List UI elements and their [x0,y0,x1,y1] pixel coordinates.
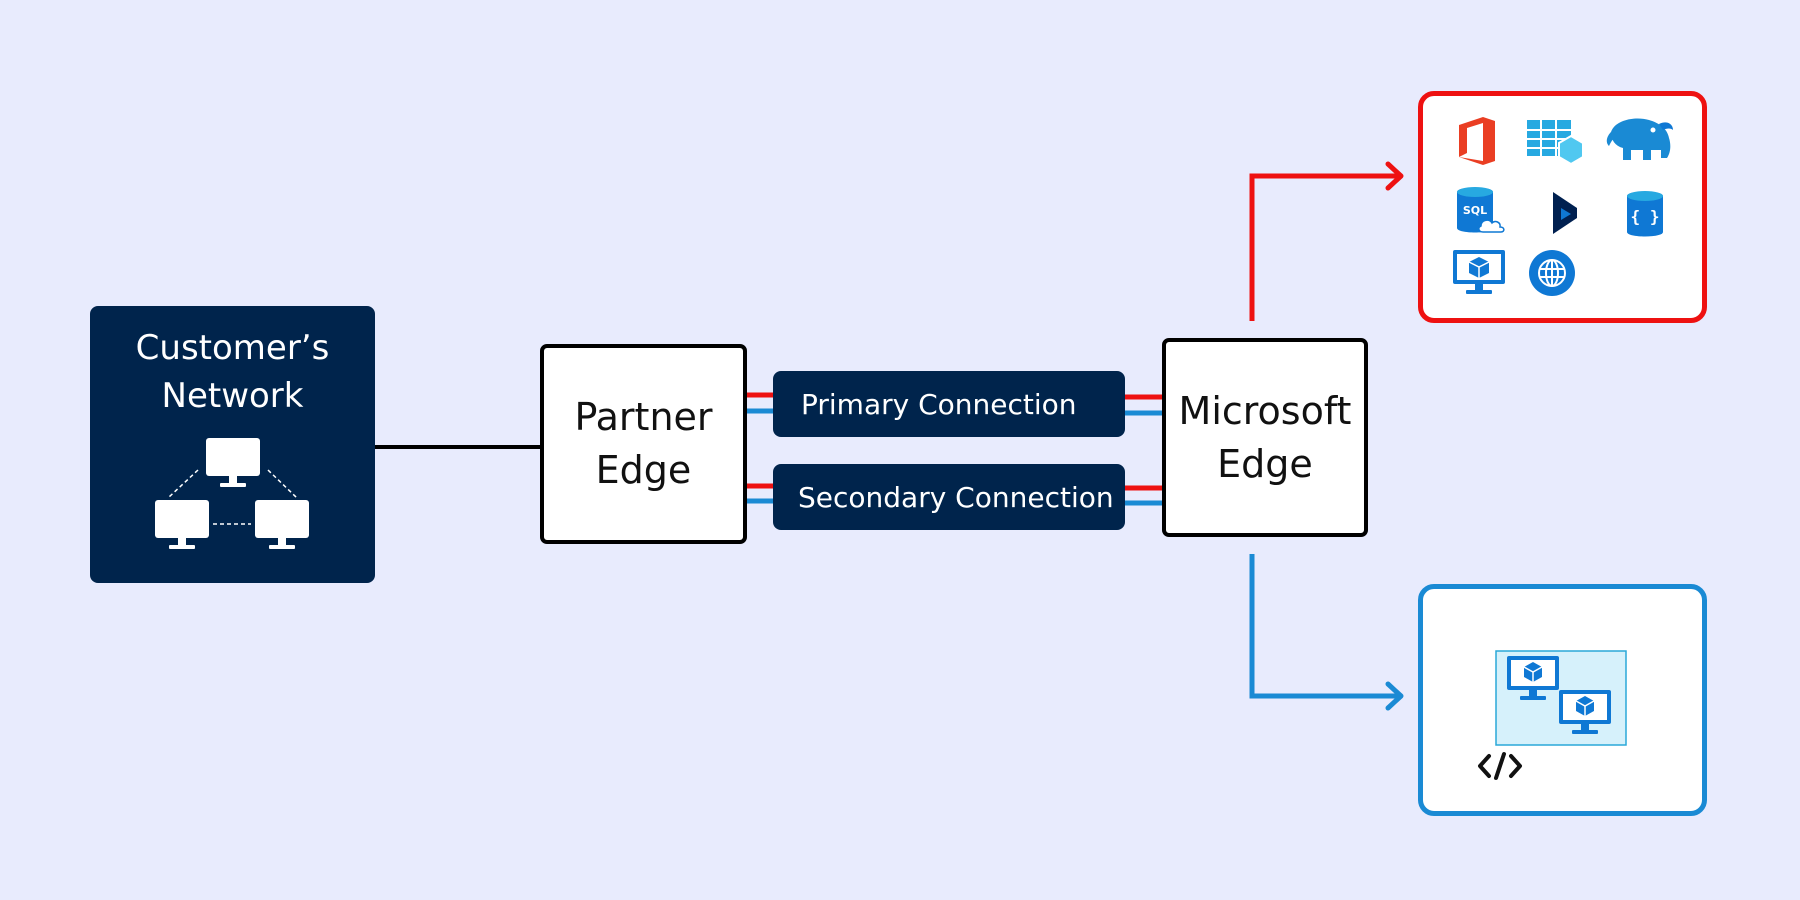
private-peering-arrow [1249,173,1400,321]
partner-edge-label: Partner Edge [574,395,713,492]
partner-edge-box: Partner Edge [540,344,747,544]
microsoft-peering-services-group [1418,584,1707,816]
network-computers-icon [155,438,309,549]
office-icon [1459,117,1495,165]
microsoft-peering-arrow-head [1385,681,1404,711]
virtual-machines-icon [1495,650,1627,746]
primary-connection-label: Primary Connection [801,387,1077,421]
svg-text:{ }: { } [1631,207,1660,226]
microsoft-edge-box: Microsoft Edge [1162,338,1368,537]
sql-text: SQL [1463,204,1487,217]
virtual-machine-icon [1453,250,1505,294]
customer-network-box: Customer’s Network [90,306,375,583]
private-peering-arrow-head [1385,161,1404,191]
microsoft-edge-label: Microsoft Edge [1178,388,1352,486]
cosmos-db-icon: { } [1627,191,1663,237]
private-peering-services-group: SQL { } [1418,91,1707,323]
customer-network-title: Customer’s Network [135,328,330,416]
microsoft-peering-arrow [1249,554,1400,699]
primary-connection: Primary Connection [773,371,1125,437]
secondary-connection: Secondary Connection [773,464,1125,530]
code-icon [1478,752,1522,780]
hdinsight-icon [1606,118,1673,160]
web-icon [1529,250,1575,296]
table-storage-icon [1527,120,1584,166]
sql-database-icon: SQL [1457,187,1505,233]
secondary-connection-label: Secondary Connection [798,480,1114,514]
dynamics-icon [1553,192,1577,234]
